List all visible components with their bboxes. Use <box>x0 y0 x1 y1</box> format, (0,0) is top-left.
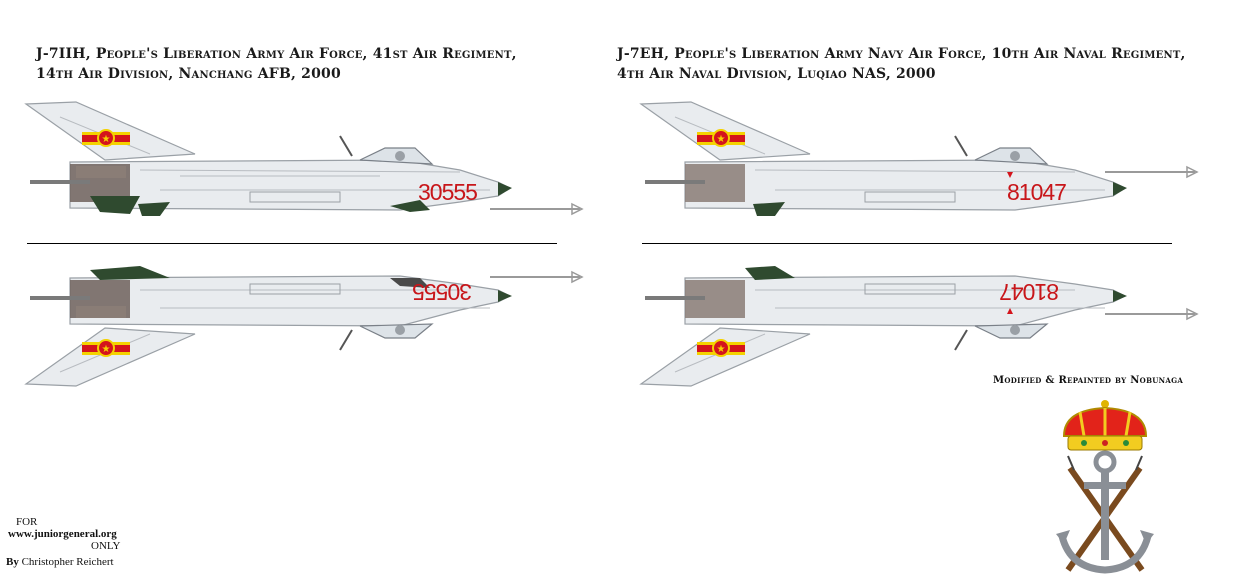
svg-text:★: ★ <box>717 344 726 355</box>
svg-text:★: ★ <box>102 344 111 355</box>
footer-by: By <box>6 556 19 568</box>
left-aircraft-top: ★ 30555 <box>24 101 584 216</box>
right-divider <box>642 243 1172 244</box>
right-caption-line1: J-7EH, People's Liberation Army Navy Air… <box>617 46 1186 62</box>
naval-crown-anchor-emblem <box>1056 400 1154 574</box>
credit-text: Modified & Repainted by Nobunaga <box>993 375 1184 386</box>
footer-by-line: By Christopher Reichert <box>6 556 114 568</box>
left-aircraft-bottom: ★ 30555 <box>24 266 584 387</box>
right-caption-line2: 4th Air Naval Division, Luqiao NAS, 2000 <box>617 66 936 82</box>
footer-for: FOR <box>16 516 38 528</box>
footer-site-text: www.juniorgeneral.org <box>8 528 117 540</box>
right-top-insignia: ★ <box>697 129 745 147</box>
right-bottom-insignia: ★ <box>697 339 745 357</box>
left-top-insignia: ★ <box>82 129 130 147</box>
left-caption-line1: J-7IIH, People's Liberation Army Air For… <box>36 46 517 62</box>
left-caption-line2: 14th Air Division, Nanchang AFB, 2000 <box>36 66 341 82</box>
left-bottom-insignia: ★ <box>82 339 130 357</box>
footer-only: ONLY <box>91 540 121 552</box>
footer-author: Christopher Reichert <box>21 556 114 568</box>
left-top-serial: 30555 <box>418 179 477 205</box>
footer-site: www.juniorgeneral.org <box>8 528 117 540</box>
right-bottom-serial: 81047 <box>1000 279 1059 305</box>
right-aircraft-top: ★ 81047 <box>639 101 1199 216</box>
right-aircraft-bottom: ★ 81047 <box>639 266 1199 387</box>
svg-text:★: ★ <box>102 134 111 145</box>
svg-text:★: ★ <box>717 134 726 145</box>
right-top-serial: 81047 <box>1007 179 1066 205</box>
left-bottom-serial: 30555 <box>413 279 472 305</box>
left-divider <box>27 243 557 244</box>
